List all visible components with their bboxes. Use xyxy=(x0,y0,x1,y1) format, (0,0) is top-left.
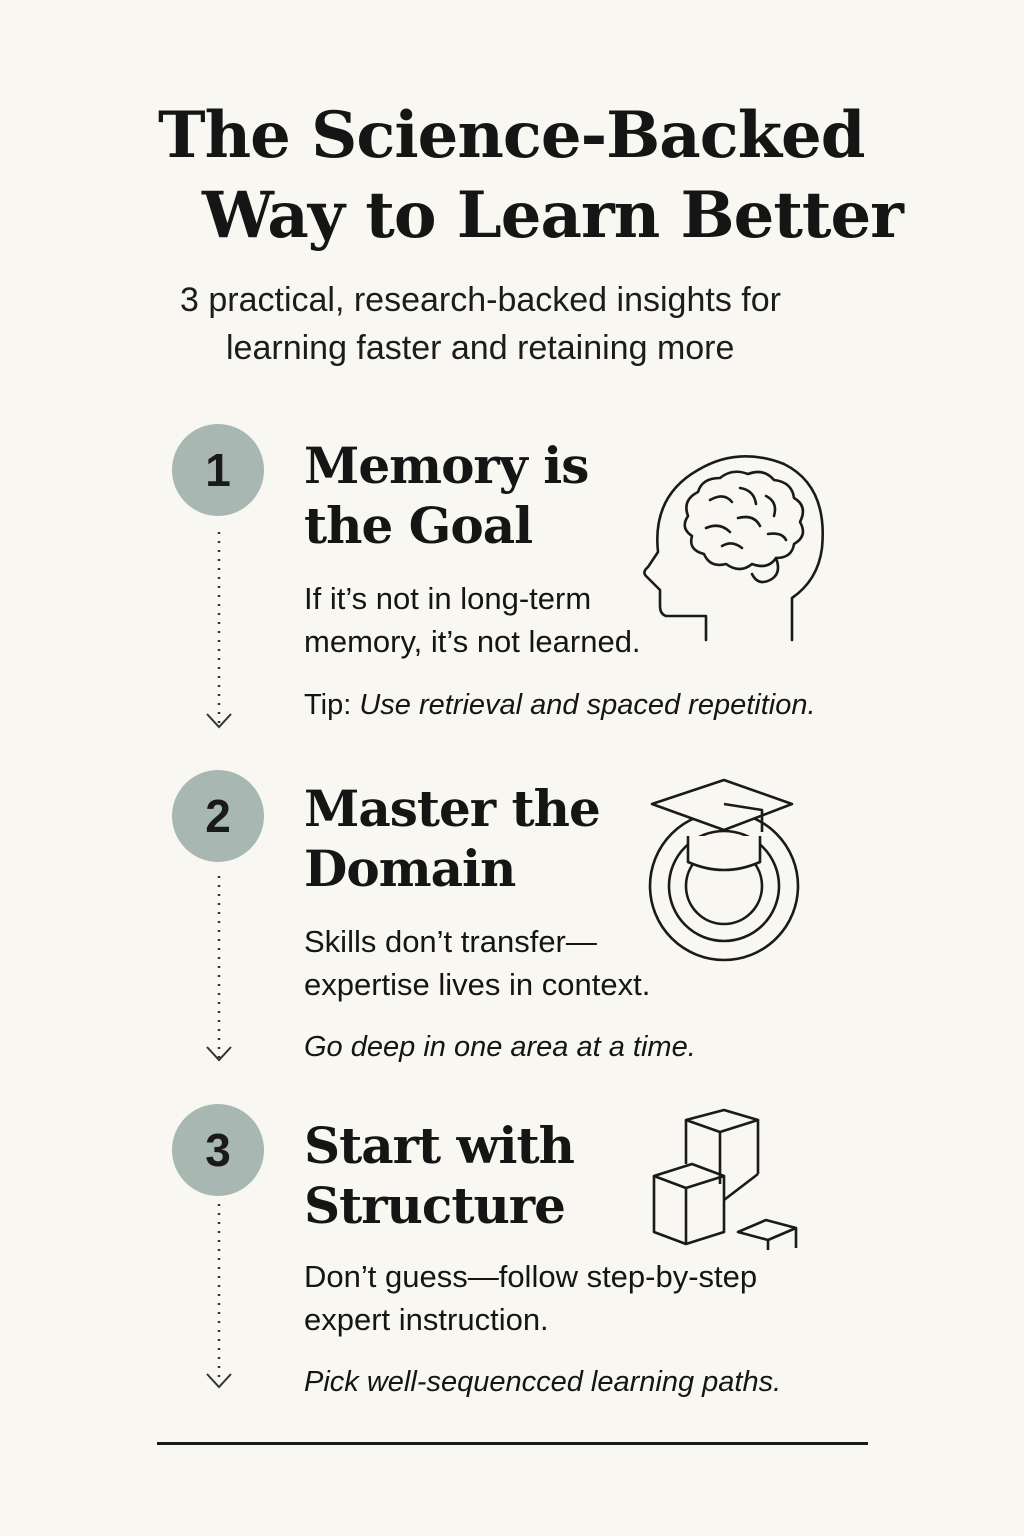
step-2-number-badge: 2 xyxy=(172,770,264,862)
step-2-tip: Go deep in one area at a time. xyxy=(304,1031,696,1063)
title-line-2: Way to Learn Better xyxy=(202,178,904,253)
subtitle-line-2: learning faster and retaining more xyxy=(226,329,735,367)
step-3-arrow-connector xyxy=(206,1204,232,1389)
step-1-title: Memory is the Goal xyxy=(304,436,589,555)
subtitle-line-1: 3 practical, research-backed insights fo… xyxy=(180,281,781,319)
step-1-arrow-connector xyxy=(206,532,232,729)
step-2-description: Skills don’t transfer— expertise lives i… xyxy=(304,924,651,1002)
step-3-title: Start with Structure xyxy=(304,1116,575,1235)
title-line-1: The Science-Backed xyxy=(158,98,865,173)
step-3-number-badge: 3 xyxy=(172,1104,264,1196)
graduation-cap-target-icon xyxy=(648,778,800,962)
bottom-divider xyxy=(157,1442,868,1445)
step-1-number-badge: 1 xyxy=(172,424,264,516)
brain-head-icon xyxy=(643,455,824,642)
stacked-blocks-icon xyxy=(652,1108,798,1250)
step-3-description: Don’t guess—follow step-by-step expert i… xyxy=(304,1259,758,1337)
step-1-description: If it’s not in long-term memory, it’s no… xyxy=(304,581,641,659)
step-1-tip: Tip: Use retrieval and spaced repetition… xyxy=(304,689,816,721)
step-2-title: Master the Domain xyxy=(304,779,601,898)
step-2-arrow-connector xyxy=(206,876,232,1062)
step-3-tip: Pick well-sequencced learning paths. xyxy=(304,1366,782,1398)
